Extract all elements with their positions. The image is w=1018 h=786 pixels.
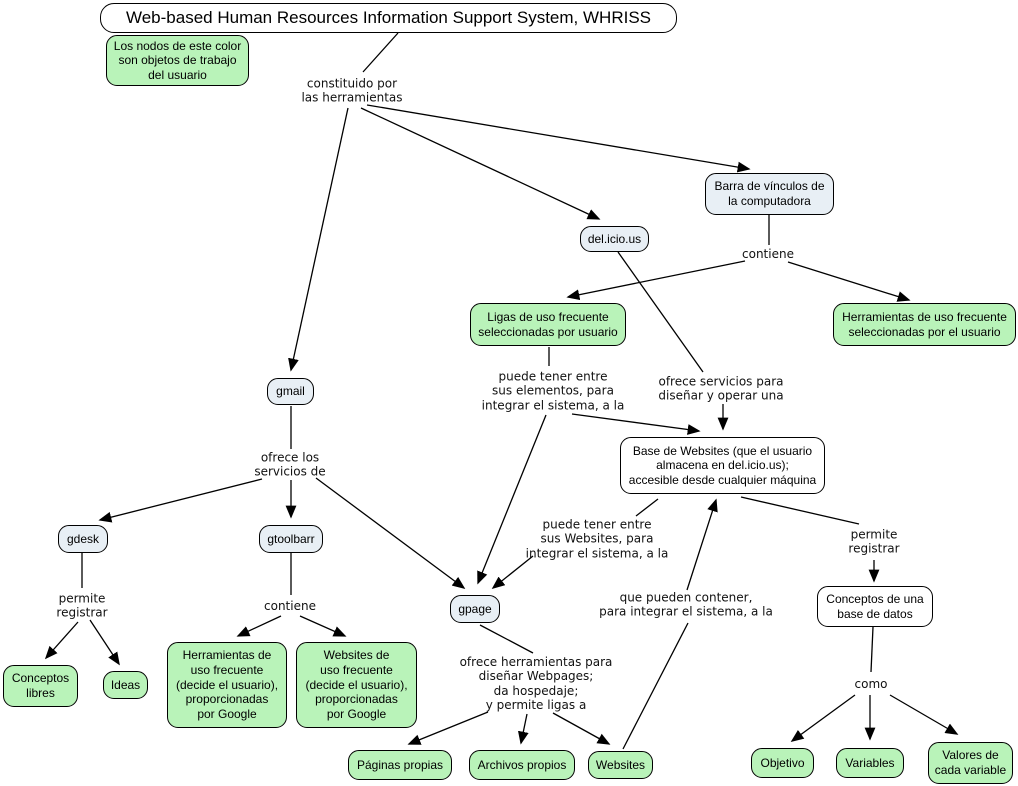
node-title[interactable]: Web-based Human Resources Information Su… bbox=[100, 3, 677, 33]
edge-33 bbox=[790, 694, 856, 742]
edge-17 bbox=[44, 621, 79, 660]
node-conceptos-bd[interactable]: Conceptos de una base de datos bbox=[817, 586, 933, 627]
node-delicious[interactable]: del.icio.us bbox=[580, 226, 649, 252]
node-gtoolbarr[interactable]: gtoolbarr bbox=[259, 525, 323, 553]
node-archivos-propios[interactable]: Archivos propios bbox=[469, 750, 575, 780]
link-label-ofrece-herramientas[interactable]: ofrece herramientas para diseñar Webpage… bbox=[459, 655, 613, 713]
edge-7 bbox=[617, 251, 704, 373]
node-websites-google[interactable]: Websites de uso frecuente (decide el usu… bbox=[296, 642, 417, 728]
edge-30 bbox=[518, 713, 529, 745]
node-conceptos-libres[interactable]: Conceptos libres bbox=[3, 665, 78, 707]
edge-27 bbox=[622, 622, 689, 750]
node-barra-vinculos[interactable]: Barra de vínculos de la computadora bbox=[705, 173, 834, 215]
edge-23 bbox=[491, 555, 534, 590]
node-valores-variable[interactable]: Valores de cada variable bbox=[928, 742, 1013, 784]
node-websites[interactable]: Websites bbox=[588, 751, 653, 779]
link-label-puede-tener-elementos[interactable]: puede tener entre sus elementos, para in… bbox=[481, 369, 625, 413]
node-gmail[interactable]: gmail bbox=[267, 378, 314, 405]
node-legend[interactable]: Los nodos de este color son objetos de t… bbox=[106, 35, 249, 86]
node-variables[interactable]: Variables bbox=[836, 748, 904, 778]
edge-22 bbox=[635, 498, 659, 517]
edge-18 bbox=[89, 619, 120, 666]
link-label-constituido-por[interactable]: constituido por las herramientas bbox=[301, 76, 403, 105]
link-label-ofrece-los-servicios[interactable]: ofrece los servicios de bbox=[254, 450, 326, 479]
edge-0 bbox=[362, 32, 399, 73]
link-label-puede-tener-websites[interactable]: puede tener entre sus Websites, para int… bbox=[525, 517, 669, 561]
edge-11 bbox=[477, 414, 547, 585]
edge-32 bbox=[870, 626, 874, 673]
link-label-permite-registrar-gdesk[interactable]: permite registrar bbox=[56, 591, 108, 620]
edge-2 bbox=[360, 107, 601, 220]
edge-6 bbox=[787, 261, 911, 302]
edge-15 bbox=[315, 477, 466, 589]
edge-29 bbox=[407, 711, 489, 745]
edge-3 bbox=[366, 104, 751, 173]
link-label-contiene-barra[interactable]: contiene bbox=[742, 246, 794, 261]
link-label-ofrece-servicios[interactable]: ofrece servicios para diseñar y operar u… bbox=[658, 374, 784, 403]
edge-10 bbox=[571, 413, 701, 435]
node-ideas[interactable]: Ideas bbox=[103, 671, 148, 699]
link-label-como[interactable]: como bbox=[854, 676, 888, 691]
edge-35 bbox=[889, 694, 959, 735]
edge-24 bbox=[740, 496, 860, 525]
node-gpage[interactable]: gpage bbox=[450, 595, 500, 623]
node-paginas-propias[interactable]: Páginas propias bbox=[348, 750, 452, 780]
edge-5 bbox=[566, 260, 746, 301]
node-herramientas-uso-frecuente[interactable]: Herramientas de uso frecuente selecciona… bbox=[833, 303, 1016, 346]
node-gdesk[interactable]: gdesk bbox=[58, 525, 108, 553]
node-objetivo[interactable]: Objetivo bbox=[751, 748, 814, 778]
link-label-contiene-gtoolbarr[interactable]: contiene bbox=[264, 598, 316, 613]
link-label-que-pueden-contener[interactable]: que pueden contener, para integrar el si… bbox=[599, 590, 773, 619]
node-ligas-uso-frecuente[interactable]: Ligas de uso frecuente seleccionadas por… bbox=[470, 303, 626, 346]
link-label-permite-registrar-base[interactable]: permite registrar bbox=[848, 527, 900, 556]
edge-1 bbox=[288, 107, 349, 372]
edge-31 bbox=[552, 712, 611, 745]
edge-20 bbox=[236, 615, 282, 637]
node-herramientas-google[interactable]: Herramientas de uso frecuente (decide el… bbox=[167, 642, 287, 728]
edge-26 bbox=[686, 498, 718, 591]
edge-28 bbox=[479, 624, 534, 654]
edge-21 bbox=[299, 615, 347, 637]
node-base-websites[interactable]: Base de Websites (que el usuario almacen… bbox=[620, 437, 825, 494]
edge-13 bbox=[98, 478, 263, 523]
